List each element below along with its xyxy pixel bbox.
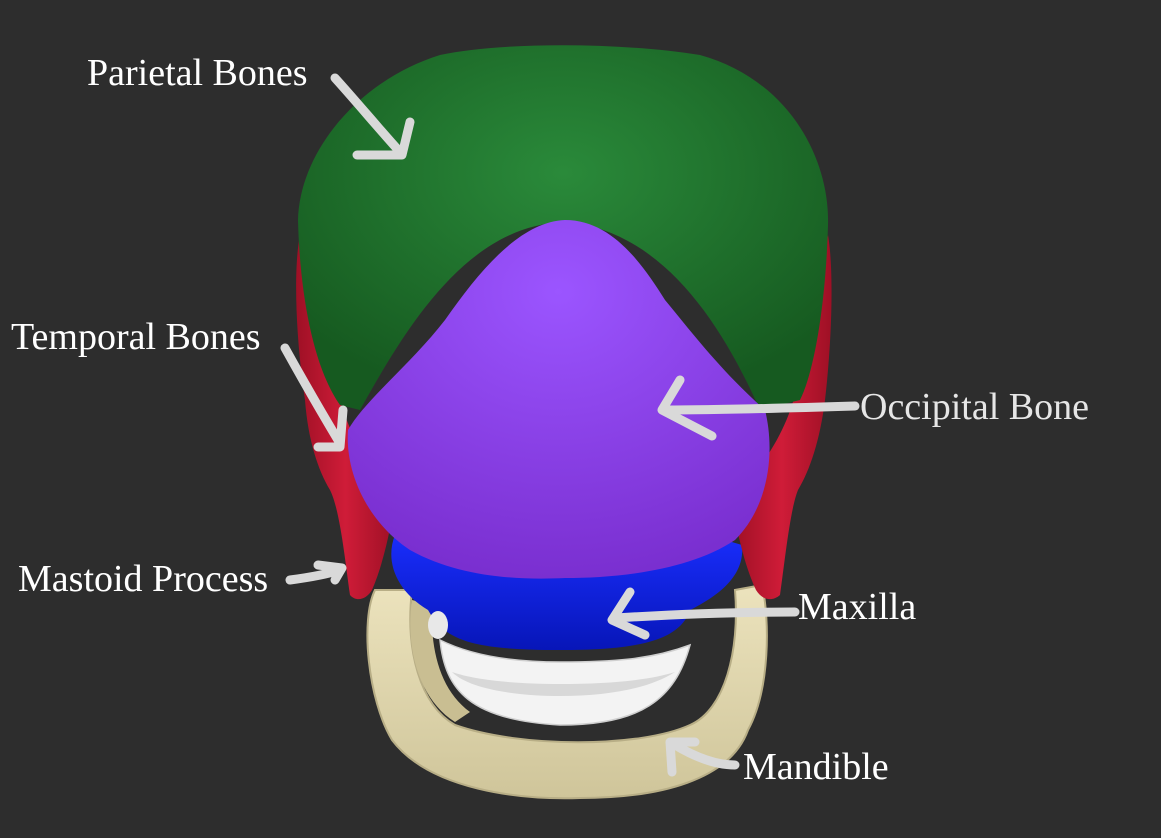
label-parietal-bones: Parietal Bones <box>87 52 308 94</box>
parietal-bones <box>298 45 829 410</box>
parietal-arrow <box>330 73 405 157</box>
label-maxilla: Maxilla <box>798 586 917 628</box>
occipital-arrow <box>660 401 860 415</box>
occipital-arrowhead <box>657 375 717 441</box>
teeth <box>439 638 692 726</box>
mastoid-arrowhead <box>313 560 347 585</box>
mandible-arrow <box>670 740 740 770</box>
maxilla-arrow <box>610 607 800 623</box>
styloid-process <box>428 611 448 639</box>
label-mandible: Mandible <box>743 746 889 788</box>
occipital-bone <box>347 220 770 579</box>
label-occipital-bone: Occipital Bone <box>860 386 1089 428</box>
mandible-inner-shadow <box>410 600 470 722</box>
label-temporal-bones: Temporal Bones <box>11 316 261 358</box>
maxilla-arrowhead <box>607 587 650 640</box>
temporal-arrow <box>280 343 343 445</box>
teeth-gap <box>452 672 675 696</box>
temporal-arrowhead <box>313 405 348 452</box>
parietal-arrowhead <box>352 117 415 160</box>
label-mastoid-process: Mastoid Process <box>18 558 269 600</box>
mandible-arrowhead <box>665 737 700 777</box>
